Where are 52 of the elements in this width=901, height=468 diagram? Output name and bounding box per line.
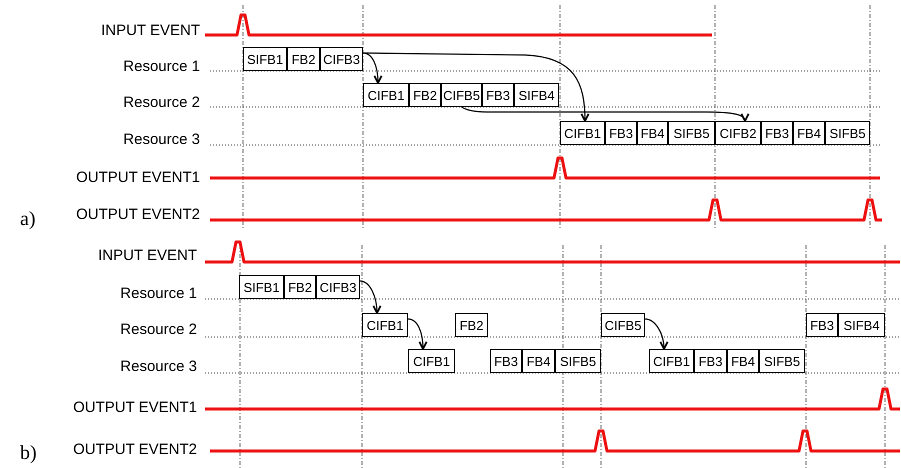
arrow: [408, 318, 428, 350]
signal-label: INPUT EVENT: [98, 248, 197, 263]
signal-label: Resource 1: [123, 59, 200, 74]
task-block: CIFB1: [362, 313, 408, 337]
task-block: FB2: [455, 313, 488, 337]
signal-label: OUTPUT EVENT1: [76, 170, 200, 185]
task-block: FB4: [727, 349, 759, 373]
task-block: SIFB5: [825, 121, 870, 145]
panel-label: a): [20, 209, 36, 229]
task-block: FB2: [409, 83, 441, 107]
task-block: FB2: [284, 275, 316, 299]
task-block: CIFB1: [408, 349, 455, 373]
task-block: CIFB1: [649, 349, 694, 373]
task-block: FB4: [637, 121, 668, 145]
task-block: SIFB4: [514, 83, 559, 107]
task-block: CIFB3: [320, 47, 363, 71]
arrow: [644, 318, 668, 350]
arrow: [461, 106, 748, 122]
task-block: FB3: [694, 349, 727, 373]
signal-label: Resource 3: [120, 359, 197, 374]
task-block: SIFB1: [243, 47, 287, 71]
task-block: CIFB2: [715, 121, 761, 145]
task-block: SIFB5: [555, 349, 601, 373]
task-block: FB4: [793, 121, 825, 145]
task-block: SIFB5: [759, 349, 805, 373]
task-block: CIFB5: [441, 83, 482, 107]
task-block: SIFB4: [838, 313, 885, 337]
signal-label: OUTPUT EVENT2: [73, 442, 197, 457]
signal-label: Resource 1: [120, 286, 197, 301]
task-block: SIFB5: [668, 121, 715, 145]
panel-label: b): [20, 443, 37, 463]
signal-label: OUTPUT EVENT1: [73, 400, 197, 415]
task-block: SIFB1: [239, 275, 284, 299]
task-block: CIFB5: [601, 313, 645, 337]
task-block: FB3: [605, 121, 637, 145]
signal-label: Resource 2: [123, 95, 200, 110]
task-block: CIFB1: [363, 83, 409, 107]
signal-label: INPUT EVENT: [101, 23, 200, 38]
signal-label: Resource 2: [120, 322, 197, 337]
arrow: [363, 52, 590, 122]
task-block: FB3: [490, 349, 522, 373]
signal-label: Resource 3: [123, 132, 200, 147]
task-block: FB2: [287, 47, 320, 71]
task-block: CIFB3: [316, 275, 360, 299]
signal-label: OUTPUT EVENT2: [76, 207, 200, 222]
task-block: CIFB1: [560, 121, 605, 145]
task-block: FB3: [482, 83, 514, 107]
task-block: FB3: [806, 313, 838, 337]
arrow: [360, 280, 382, 314]
arrow: [362, 52, 382, 84]
task-block: FB3: [761, 121, 793, 145]
task-block: FB4: [522, 349, 555, 373]
